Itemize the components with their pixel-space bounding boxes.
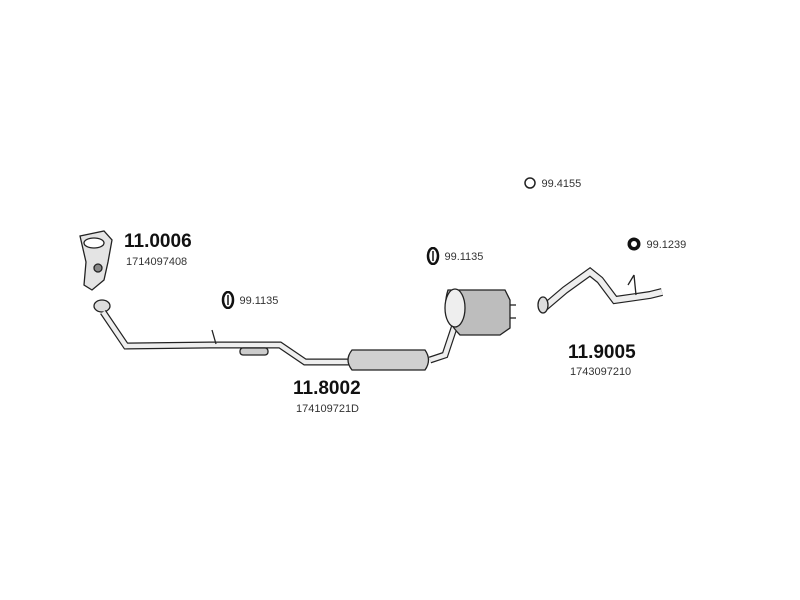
rubber-hanger-icon [221, 290, 235, 310]
rear-pipe-oe-number: 1743097210 [570, 366, 632, 378]
catalyst-drawing[interactable] [79, 230, 113, 313]
accessory-hanger-mid[interactable]: 99.1135 [426, 246, 484, 266]
ring-icon [524, 177, 536, 189]
rubber-mount-icon [627, 237, 641, 251]
rear-pipe-part-number: 11.9005 [568, 342, 636, 363]
rear-pipe-drawing[interactable] [537, 266, 663, 314]
rubber-hanger-icon [426, 246, 440, 266]
hanger-front-number: 99.1135 [239, 295, 279, 308]
catalyst-oe-number: 1714097408 [126, 256, 188, 268]
accessory-ring[interactable]: 99.4155 [523, 174, 581, 192]
hanger-rear-number: 99.1239 [646, 239, 687, 251]
accessory-hanger-front[interactable]: 99.1135 [221, 290, 279, 310]
accessory-hanger-rear[interactable]: 99.1239 [626, 235, 686, 253]
front-pipe-drawing[interactable] [100, 288, 516, 371]
front-pipe-oe-number: 174109721D [296, 403, 360, 415]
hanger-mid-number: 99.1135 [444, 251, 484, 264]
ring-number: 99.4155 [541, 178, 582, 190]
front-pipe-part-number: 11.8002 [293, 378, 361, 399]
catalyst-part-number: 11.0006 [124, 231, 192, 252]
